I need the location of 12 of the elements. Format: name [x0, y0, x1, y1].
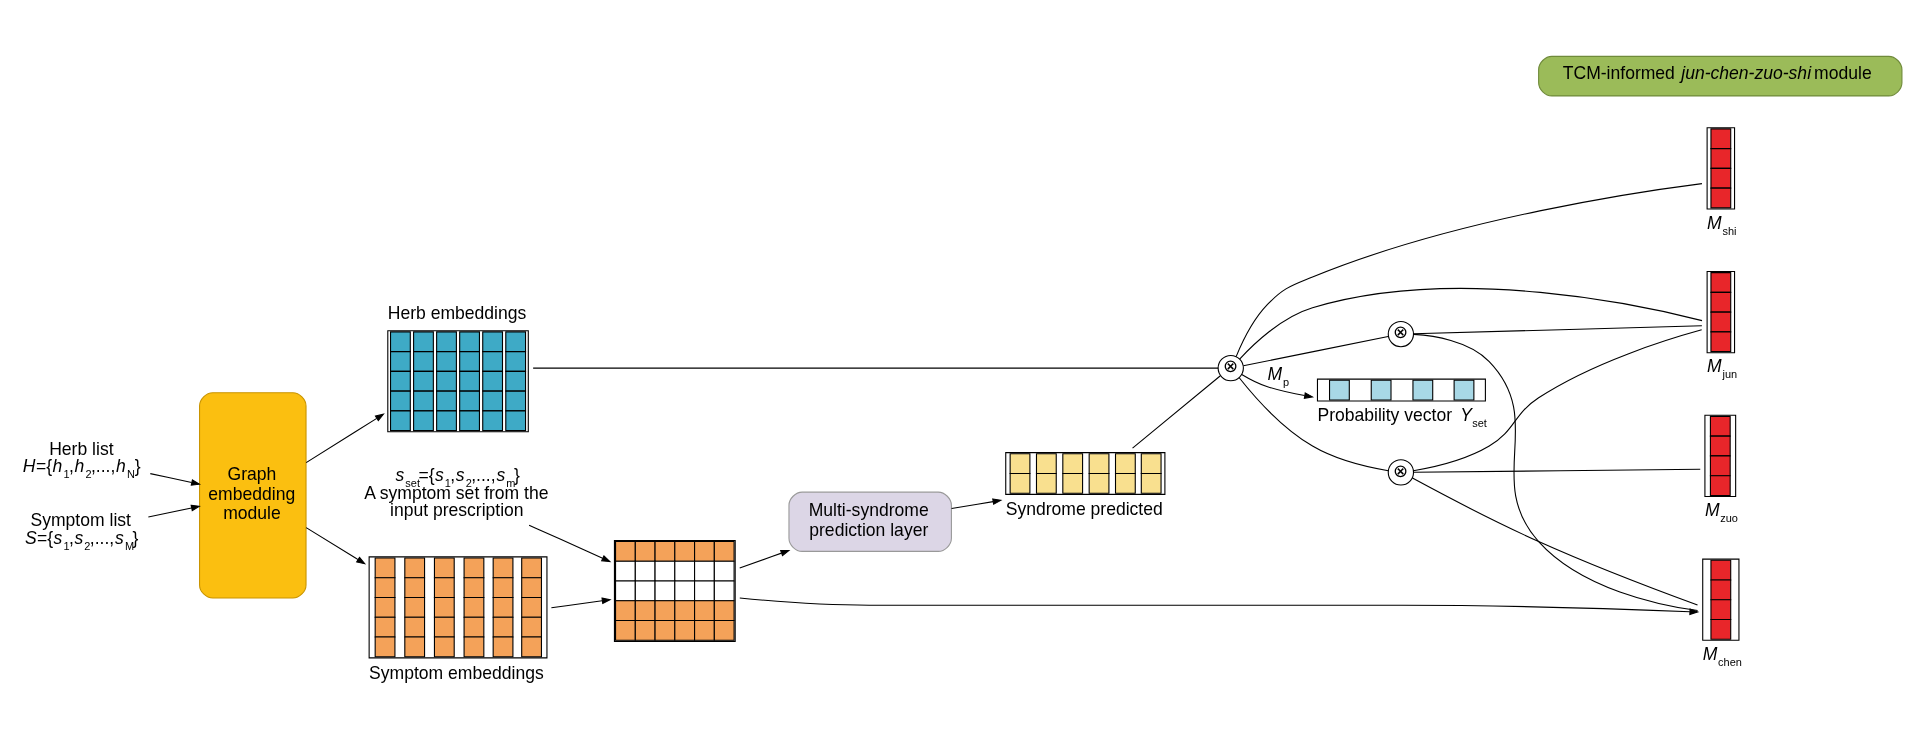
node-label: Syndrome predicted: [1005, 498, 1163, 519]
node-label: Symptom embeddings: [368, 662, 544, 683]
node-text: s$_{set}$={s$_{1}$,s$_{2}$,...,s$_{m}$} A symptom set from the input prescription: [363, 464, 549, 520]
node-text: Symptom list S={s$_{1}$,s$_{2}$,...,s$_{M}$}: [24, 509, 138, 552]
node-label: M$_{chen}$: [1702, 643, 1742, 668]
node-label: M$_{jun}$: [1706, 355, 1737, 380]
node-label: M$_{zuo}$: [1704, 499, 1738, 524]
node-text: Herb list H={h$_{1}$,h$_{2}$,...,h$_{N}$}: [22, 438, 141, 480]
node-label: M$_{shi}$: [1706, 211, 1737, 236]
node-label: Probability vector Y$_{set}$: [1316, 404, 1487, 429]
edge-label: M$_{p}$: [1267, 363, 1289, 388]
node-label: Herb embeddings: [387, 302, 526, 322]
